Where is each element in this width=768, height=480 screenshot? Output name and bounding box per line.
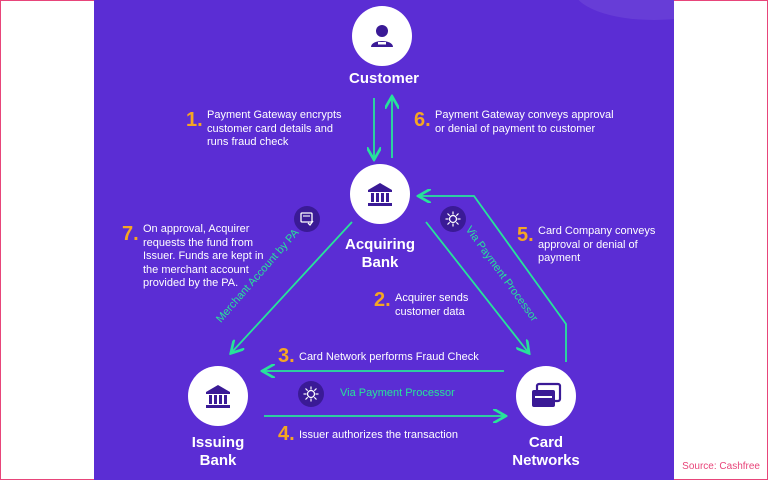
arrow-acquirer-to-network <box>425 221 528 352</box>
step-1-number: 1. <box>186 109 203 131</box>
step-6-text: Payment Gateway conveys approval or deni… <box>435 109 614 135</box>
issuing-bank-node <box>188 366 248 426</box>
bank-icon <box>206 385 230 408</box>
acquiring-bank-node <box>350 164 410 224</box>
step-2-text: Acquirer sends customer data <box>395 292 469 318</box>
card-networks-label-line1: Card <box>528 434 564 451</box>
via-payment-processor-bottom-label: Via Payment Processor <box>340 387 455 399</box>
step-7-text: On approval, Acquirer requests the fund … <box>143 223 264 289</box>
acquiring-bank-label-line1: Acquiring <box>345 236 415 253</box>
customer-label: Customer <box>348 70 419 87</box>
issuing-bank-label-line2: Bank <box>199 452 237 469</box>
arrow-network-to-acquirer <box>420 196 567 362</box>
issuing-bank-label: Issuing Bank <box>158 434 278 470</box>
payment-processor-badge-bottom <box>298 381 324 407</box>
customer-node <box>352 6 412 66</box>
acquiring-bank-label-line2: Bank <box>361 254 399 271</box>
step-4-text: Issuer authorizes the transaction <box>299 429 458 441</box>
issuing-bank-label-line1: Issuing <box>191 434 245 451</box>
user-icon <box>371 25 393 47</box>
step-4-number: 4. <box>278 423 295 445</box>
step-7-number: 7. <box>122 223 139 245</box>
card-networks-node <box>516 366 576 426</box>
step-3-text: Card Network performs Fraud Check <box>299 351 479 363</box>
diagram-panel: Customer Acquiring Bank Issuing Bank <box>94 0 674 480</box>
merchant-account-badge <box>294 206 320 232</box>
processor-chip-icon <box>303 386 319 402</box>
step-2-number: 2. <box>374 289 391 311</box>
processor-chip-icon <box>445 211 461 227</box>
source-credit: Source: Cashfree <box>682 461 760 472</box>
arrow-acquirer-to-issuer <box>232 221 353 352</box>
step-5-number: 5. <box>517 224 534 246</box>
card-icon <box>532 382 562 407</box>
payment-processor-badge-diagonal <box>440 206 466 232</box>
step-1-text: Payment Gateway encrypts customer card d… <box>207 109 342 148</box>
bank-icon <box>368 183 392 206</box>
step-5-text: Card Company conveys approval or denial … <box>538 225 656 264</box>
card-networks-label: Card Networks <box>486 434 606 470</box>
arrows-layer <box>94 0 567 480</box>
step-6-number: 6. <box>414 109 431 131</box>
card-networks-label-line2: Networks <box>512 452 580 469</box>
invoice-check-icon <box>300 212 314 226</box>
step-3-number: 3. <box>278 345 295 367</box>
acquiring-bank-label: Acquiring Bank <box>320 236 440 272</box>
